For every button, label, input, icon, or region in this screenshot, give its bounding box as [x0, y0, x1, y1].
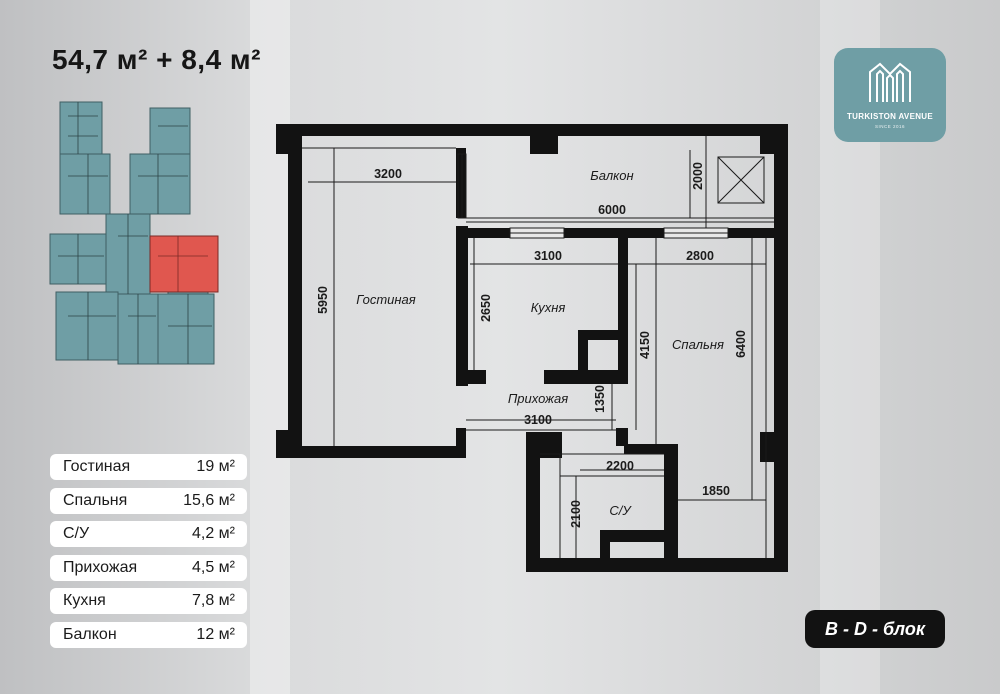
dimension: 4150 — [638, 331, 652, 359]
room-label-bathroom: С/У — [609, 503, 632, 518]
wall-kitchen-top — [564, 228, 664, 238]
wall-left — [288, 124, 302, 458]
area-list: Гостиная 19 м² Спальня 15,6 м² С/У 4,2 м… — [50, 454, 247, 655]
room-label-living: Гостиная — [356, 292, 416, 307]
dimension: 2000 — [691, 162, 705, 190]
area-value: 4,5 м² — [191, 558, 235, 576]
room-label-kitchen: Кухня — [531, 300, 566, 315]
area-row-bathroom: С/У 4,2 м² — [50, 521, 247, 547]
dimension: 2100 — [569, 500, 583, 528]
dimension: 3200 — [374, 167, 402, 181]
area-row-bedroom: Спальня 15,6 м² — [50, 487, 247, 514]
block-badge: B - D - блок — [805, 610, 945, 648]
area-value: 19 м² — [196, 458, 235, 475]
shaft — [717, 156, 765, 204]
area-room: С/У — [63, 525, 90, 542]
area-room: Спальня — [63, 491, 128, 509]
dimension: 5950 — [316, 286, 330, 314]
area-row-living: Гостиная 19 м² — [50, 454, 247, 480]
brand-logo: TURKISTON AVENUE SINCE 2016 — [834, 48, 946, 142]
room-label-balcony: Балкон — [590, 168, 633, 183]
dim-line — [333, 148, 753, 500]
wall-bedroom-top — [728, 228, 774, 238]
shaft-cross — [717, 156, 765, 204]
area-value: 12 м² — [196, 625, 235, 643]
wall-living-balcony — [456, 148, 466, 218]
key-unit — [59, 101, 103, 155]
total-area-title: 54,7 м² + 8,4 м² — [52, 44, 261, 75]
dimension: 3100 — [534, 249, 562, 263]
area-room: Кухня — [63, 592, 106, 609]
wall-pillar — [530, 124, 558, 154]
room-label-hall: Прихожая — [508, 391, 568, 406]
wall-stub — [456, 428, 466, 458]
wall-stub — [616, 428, 628, 446]
wall-kitchen-right — [618, 238, 628, 384]
wall-bath-top — [624, 444, 678, 454]
wall-bath-right — [664, 444, 678, 560]
room-label-bedroom: Спальня — [672, 337, 724, 352]
wall-duct — [578, 330, 588, 374]
wall-pillar — [760, 432, 788, 462]
wall-right — [774, 124, 788, 572]
floor-key-plan — [49, 101, 219, 365]
wall-kitchen-left — [456, 226, 468, 386]
dimension: 6400 — [734, 330, 748, 358]
building-logo-icon — [869, 62, 911, 102]
dimension: 2200 — [606, 459, 634, 473]
area-value: 7,8 м² — [191, 592, 235, 609]
bedroom-lower-edge — [678, 238, 767, 558]
area-room: Гостиная — [63, 458, 131, 475]
highlighted-unit — [149, 235, 219, 293]
brand-name: TURKISTON AVENUE — [847, 112, 933, 121]
dim-line — [308, 150, 706, 219]
area-room: Балкон — [63, 625, 117, 643]
area-row-balcony: Балкон 12 м² — [50, 621, 247, 648]
wall-duct — [578, 330, 622, 340]
area-row-kitchen: Кухня 7,8 м² — [50, 588, 247, 614]
key-unit — [149, 107, 191, 155]
wall-kitchen-bottom — [456, 370, 486, 384]
area-row-hall: Прихожая 4,5 м² — [50, 554, 247, 581]
wall-bottom-left — [288, 446, 464, 458]
key-unit — [59, 153, 111, 215]
dimension: 1850 — [702, 484, 730, 498]
dimension: 2800 — [686, 249, 714, 263]
dimension: 6000 — [598, 203, 626, 217]
dimension: 1350 — [593, 385, 607, 413]
wall-bath-inner — [600, 530, 610, 560]
key-unit — [55, 291, 119, 361]
area-room: Прихожая — [63, 558, 138, 576]
wall-kitchen-top — [456, 228, 510, 238]
wall-bottom — [526, 558, 788, 572]
dim-line — [575, 469, 766, 558]
area-value: 15,6 м² — [183, 491, 235, 509]
wall-bath-left — [526, 440, 540, 572]
dimension: 3100 — [524, 413, 552, 427]
wall-kitchen-bottom — [544, 370, 622, 384]
area-value: 4,2 м² — [191, 525, 235, 542]
dimension: 2650 — [479, 294, 493, 322]
key-unit — [157, 293, 215, 365]
brand-since: SINCE 2016 — [874, 124, 905, 129]
bath-edge — [540, 453, 664, 558]
background-streak — [250, 0, 290, 694]
wall-bath-inner — [600, 530, 678, 542]
key-unit — [129, 153, 191, 215]
